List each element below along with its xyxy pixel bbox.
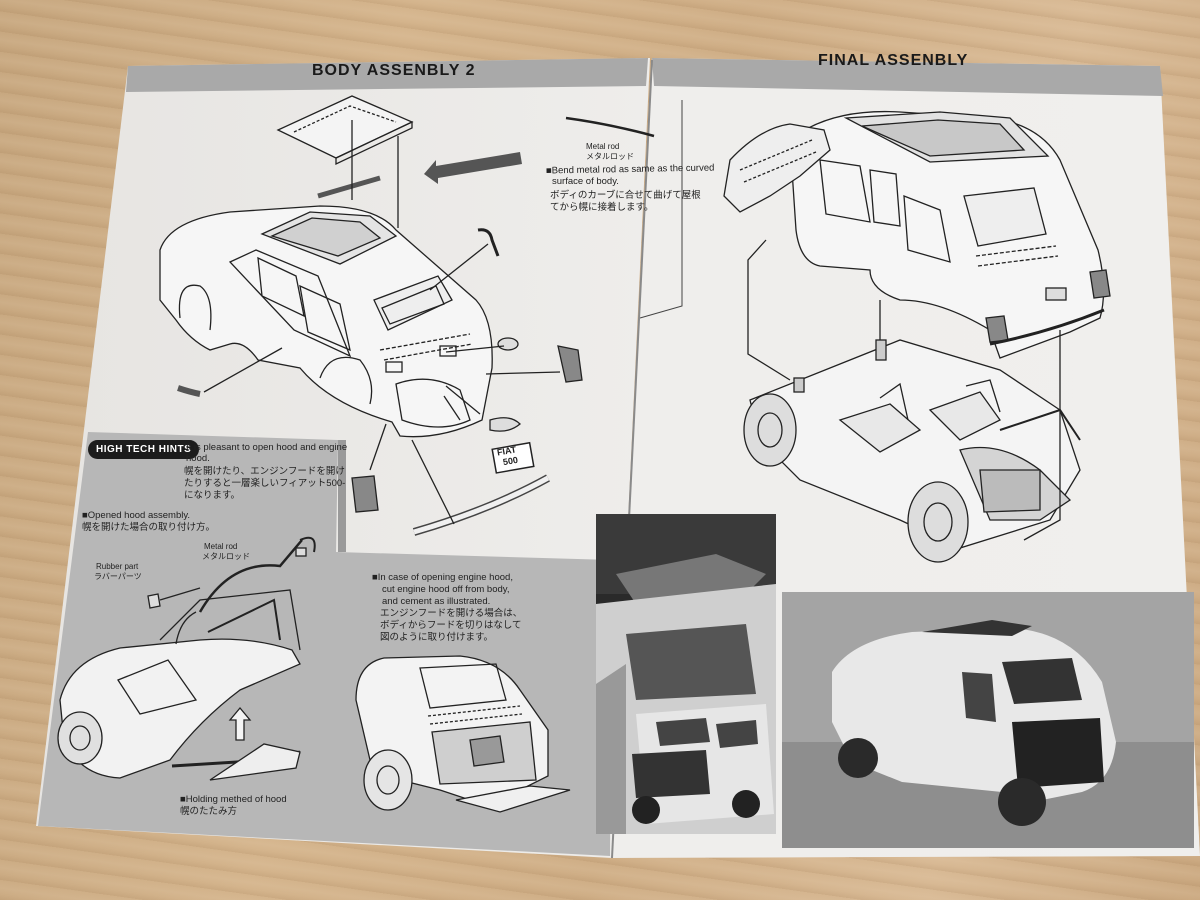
- engine-hood-jp3: 図のように取り付けます。: [380, 632, 494, 643]
- hints-en1: It is pleasant to open hood and engine: [186, 442, 348, 453]
- holding-en: ■Holding methed of hood: [180, 794, 287, 805]
- metal-rod-part: [565, 116, 655, 138]
- opened-hood-en: ■Opened hood assembly.: [82, 510, 191, 521]
- hints-jp2: たりすると一層楽しいフィアット500-: [184, 478, 346, 489]
- left-header-bar: [126, 58, 648, 92]
- bend-note-jp1: ボディのカーブに合せて曲げて屋根: [550, 190, 701, 201]
- arrow-left-icon: [424, 152, 522, 184]
- high-tech-hints-badge: HIGH TECH HINTS: [88, 440, 200, 459]
- arrow-up-icon: [228, 706, 252, 741]
- opened-hood-jp: 幌を開けた場合の取り付け方。: [82, 522, 216, 533]
- body-assembly-title: BODY ASSENBLY 2: [312, 62, 476, 79]
- bend-note-jp2: てから幌に接着します。: [550, 202, 654, 213]
- metal-rod-label-jp: メタルロッド: [586, 152, 634, 161]
- engine-hood-part: [455, 785, 571, 813]
- photo-finished-model: [782, 592, 1194, 848]
- hints-jp1: 幌を開けたり、エンジンフードを開け: [184, 466, 345, 477]
- engine-hood-jp1: エンジンフードを開ける場合は、: [380, 608, 523, 619]
- photo-engine-open: [596, 514, 776, 834]
- metal-rod-label: Metal rod: [586, 142, 620, 151]
- metal-rod-label-2: Metal rod: [204, 542, 238, 551]
- engine-hood-en3: and cement as illustrated.: [382, 596, 491, 607]
- final-assembly-title: FINAL ASSENBLY: [818, 52, 969, 69]
- engine-hood-jp2: ボディからフードを切りはなして: [380, 620, 522, 631]
- metal-rod-drawing: [198, 539, 303, 613]
- rubber-part-label-jp: ラバーパーツ: [94, 572, 142, 581]
- opened-hood-car: [59, 638, 301, 779]
- hints-en2: hood.: [186, 453, 210, 464]
- right-header-bar: [652, 58, 1163, 96]
- metal-rod-label-2-jp: メタルロッド: [202, 552, 250, 561]
- engine-hood-en2: cut engine hood off from body,: [382, 584, 510, 595]
- final-body-shell: [789, 110, 1105, 359]
- engine-hood-en1: ■In case of opening engine hood,: [372, 572, 513, 583]
- bend-note-en2: surface of body.: [552, 176, 619, 187]
- holding-jp: 幌のたたみ方: [180, 806, 238, 817]
- hints-jp3: になります。: [184, 490, 241, 501]
- rubber-part-label: Rubber part: [96, 562, 139, 571]
